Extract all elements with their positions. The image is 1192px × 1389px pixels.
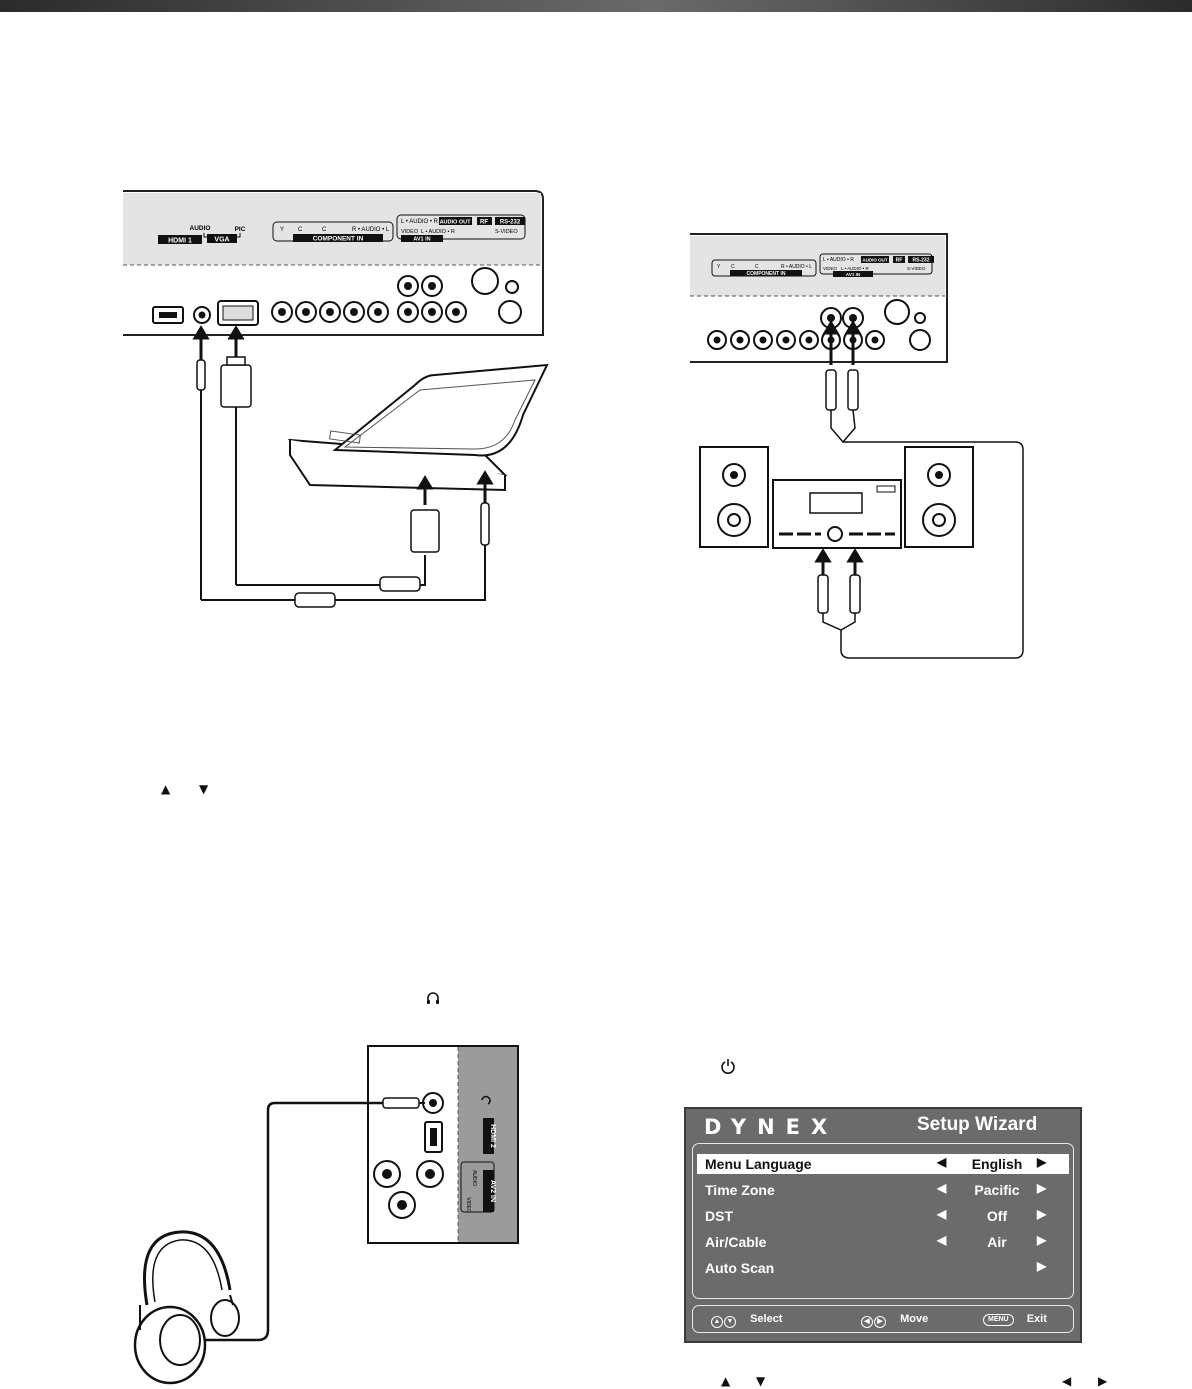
page-header-bar	[0, 0, 1192, 12]
pic-label: PIC	[235, 226, 246, 233]
dst-value: Off	[986, 1208, 1008, 1224]
headphone-diagram: HDMI 2 AV2 IN AUDIO VIDEO	[133, 1045, 519, 1385]
stereo-component-cb-label: C	[731, 264, 735, 270]
right-arrow-icon: ▶	[1037, 1233, 1047, 1247]
right-button-icon: ▶	[874, 1316, 886, 1328]
right-arrow-icon: ▶	[1098, 1374, 1108, 1388]
time-zone-row[interactable]: Time Zone ◀ Pacific ▶	[697, 1180, 1069, 1200]
side-audio-label: AUDIO	[471, 1170, 477, 1186]
left-arrow-icon: ◀	[1062, 1374, 1072, 1388]
left-arrow-icon: ◀	[937, 1207, 947, 1221]
svideo-label: S-VIDEO	[495, 229, 518, 235]
audio-label: AUDIO	[190, 225, 211, 232]
menu-language-value: English	[971, 1156, 1023, 1172]
osd-footer: ▲▼ Select ◀▶ Move MENU Exit	[692, 1305, 1074, 1333]
menu-language-row[interactable]: Menu Language ◀ English ▶	[697, 1154, 1069, 1174]
l-audio-r-label: L • AUDIO • R	[401, 219, 439, 225]
select-hint: ▲▼ Select	[711, 1313, 782, 1328]
auto-scan-label: Auto Scan	[705, 1260, 775, 1276]
move-label: Move	[900, 1313, 929, 1325]
rs232-label: RS-232	[500, 220, 521, 226]
hdmi2-label: HDMI 2	[489, 1124, 496, 1148]
component-cr-label: C	[322, 227, 327, 233]
component-audio-label: R • AUDIO • L	[352, 227, 390, 233]
exit-label: Exit	[1026, 1313, 1047, 1325]
down-button-icon: ▼	[724, 1316, 736, 1328]
component-in-label: COMPONENT IN	[313, 236, 364, 243]
component-y-label: Y	[280, 227, 284, 233]
av2-in-label: AV2 IN	[489, 1180, 496, 1202]
stereo-audio-out-label: AUDIO OUT	[862, 258, 888, 263]
down-arrow-icon: ▼	[199, 782, 209, 796]
setup-wizard-title: Setup Wizard	[917, 1114, 1038, 1135]
setup-wizard-screen: DYNEX Setup Wizard Menu Language ◀ Engli…	[684, 1107, 1082, 1343]
up-arrow-icon: ▲	[721, 1374, 731, 1388]
stereo-l-audio-r-label: L • AUDIO • R	[823, 257, 854, 263]
stereo-rs232-label: RS-232	[913, 258, 930, 264]
stereo-svideo-label: S-VIDEO	[907, 266, 926, 271]
stereo-video-label: VIDEO	[823, 266, 838, 271]
dynex-logo: DYNEX	[704, 1115, 839, 1139]
setup-options-panel: Menu Language ◀ English ▶ Time Zone ◀ Pa…	[692, 1143, 1074, 1299]
left-button-icon: ◀	[861, 1316, 873, 1328]
move-hint: ◀▶ Move	[861, 1313, 928, 1328]
stereo-component-y-label: Y	[717, 264, 721, 270]
right-arrow-icon: ▶	[1037, 1181, 1047, 1195]
time-zone-value: Pacific	[974, 1182, 1020, 1198]
left-arrow-icon: ◀	[937, 1233, 947, 1247]
audio-out-label: AUDIO OUT	[440, 220, 472, 226]
side-video-label: VIDEO	[465, 1197, 471, 1213]
left-arrow-icon: ◀	[937, 1155, 947, 1169]
vga-connection-diagram: HDMI 1 AUDIO PIC VGA Y C C R • AUDIO • L…	[123, 190, 549, 608]
audio-out-diagram: Y C C R • AUDIO • L COMPONENT IN L • AUD…	[690, 233, 1024, 659]
air-cable-value: Air	[987, 1234, 1007, 1250]
time-zone-label: Time Zone	[705, 1182, 775, 1198]
headphone-icon	[427, 992, 439, 1004]
video-label: VIDEO	[401, 229, 419, 235]
component-cb-label: C	[298, 227, 303, 233]
air-cable-row[interactable]: Air/Cable ◀ Air ▶	[697, 1232, 1069, 1252]
dst-row[interactable]: DST ◀ Off ▶	[697, 1206, 1069, 1226]
select-label: Select	[750, 1313, 783, 1325]
hdmi1-label: HDMI 1	[168, 238, 192, 245]
up-button-icon: ▲	[711, 1316, 723, 1328]
stereo-component-in-label: COMPONENT IN	[747, 271, 786, 277]
stereo-av1-in-label: AV1 IN	[846, 272, 860, 277]
vga-label: VGA	[214, 237, 229, 244]
stereo-component-cr-label: C	[755, 264, 759, 270]
right-arrow-icon: ▶	[1037, 1259, 1047, 1273]
right-arrow-icon: ▶	[1037, 1155, 1047, 1169]
air-cable-label: Air/Cable	[705, 1234, 767, 1250]
auto-scan-row[interactable]: Auto Scan ▶	[697, 1258, 1069, 1278]
left-arrow-icon: ◀	[937, 1181, 947, 1195]
down-arrow-icon: ▼	[756, 1374, 766, 1388]
right-arrow-icon: ▶	[1037, 1207, 1047, 1221]
power-icon	[721, 1059, 735, 1074]
menu-button-icon: MENU	[983, 1314, 1014, 1326]
dst-label: DST	[705, 1208, 733, 1224]
stereo-av-audio-label: L • AUDIO • R	[841, 266, 869, 271]
menu-language-label: Menu Language	[705, 1156, 812, 1172]
stereo-rf-label: RF	[896, 258, 903, 264]
up-arrow-icon: ▲	[161, 782, 171, 796]
rf-label: RF	[480, 220, 488, 226]
av1-in-label: AV1 IN	[413, 237, 430, 243]
exit-hint: MENU Exit	[983, 1313, 1047, 1326]
stereo-component-audio-label: R • AUDIO • L	[781, 264, 812, 270]
av-l-audio-r-label: L • AUDIO • R	[421, 229, 455, 235]
